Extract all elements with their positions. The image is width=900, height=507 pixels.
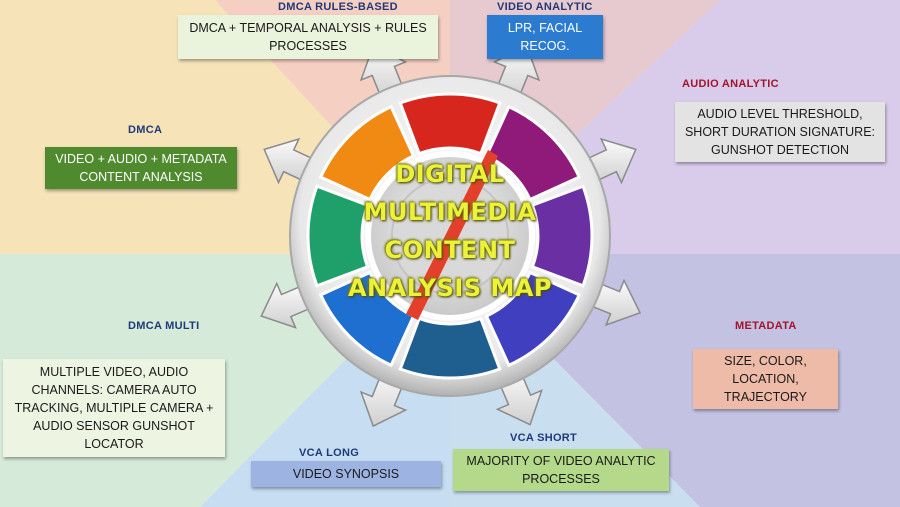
dmca-multi-box: MULTIPLE VIDEO, AUDIO CHANNELS: CAMERA AU… xyxy=(3,359,225,457)
metadata-box: SIZE, COLOR, LOCATION, TRAJECTORY xyxy=(693,349,838,409)
dmca-box: VIDEO + AUDIO + METADATA CONTENT ANALYSIS xyxy=(45,147,237,189)
dmca-line-1: VIDEO + AUDIO + METADATA xyxy=(55,152,227,166)
dmca-rules-line-2: PROCESSES xyxy=(269,39,347,53)
dmca-multi-line-4: AUDIO SENSOR GUNSHOT xyxy=(33,419,195,433)
dmca-multi-title: DMCA MULTI xyxy=(128,320,200,332)
vca-long-box: VIDEO SYNOPSIS xyxy=(251,461,441,487)
dmca-multi-line-3: TRACKING, MULTIPLE CAMERA + xyxy=(14,401,214,415)
video-analytic-line-1: LPR, FACIAL xyxy=(507,21,583,35)
audio-analytic-line-1: AUDIO LEVEL THRESHOLD, xyxy=(697,107,863,121)
center-title-line-4: ANALYSIS MAP xyxy=(347,274,553,302)
audio-analytic-title: AUDIO ANALYTIC xyxy=(682,78,779,90)
video-analytic-title: VIDEO ANALYTIC xyxy=(497,1,593,13)
center-title-line-3: CONTENT xyxy=(384,236,516,264)
metadata-line-3: TRAJECTORY xyxy=(724,390,807,404)
vca-long-title: VCA LONG xyxy=(299,447,360,459)
center-title-line-1: DIGITAL xyxy=(395,160,505,188)
audio-analytic-box: AUDIO LEVEL THRESHOLD, SHORT DURATION SIG… xyxy=(675,102,885,162)
dmca-multi-line-5: LOCATOR xyxy=(84,437,144,451)
metadata-title: METADATA xyxy=(735,320,797,332)
dmca-line-2: CONTENT ANALYSIS xyxy=(79,170,203,184)
audio-analytic-line-2: SHORT DURATION SIGNATURE: xyxy=(684,125,876,139)
vca-short-box: MAJORITY OF VIDEO ANALYTIC PROCESSES xyxy=(453,449,669,491)
vca-short-line-2: PROCESSES xyxy=(522,472,600,486)
metadata-line-2: LOCATION, xyxy=(732,372,799,386)
dmca-multi-line-2: CHANNELS: CAMERA AUTO xyxy=(31,383,197,397)
dmca-rules-title: DMCA RULES-BASED xyxy=(278,1,398,13)
dmca-rules-line-1: DMCA + TEMPORAL ANALYSIS + RULES xyxy=(189,21,427,35)
video-analytic-box: LPR, FACIAL RECOG. xyxy=(487,15,603,59)
dmca-rules-box: DMCA + TEMPORAL ANALYSIS + RULES PROCESSE… xyxy=(178,15,438,59)
metadata-line-1: SIZE, COLOR, xyxy=(724,354,807,368)
dmca-multi-line-1: MULTIPLE VIDEO, AUDIO xyxy=(39,365,189,379)
video-analytic-line-2: RECOG. xyxy=(520,39,570,53)
center-title-line-2: MULTIMEDIA xyxy=(363,198,537,226)
audio-analytic-line-3: GUNSHOT DETECTION xyxy=(711,143,849,157)
vca-long-line-1: VIDEO SYNOPSIS xyxy=(292,467,400,481)
vca-short-line-1: MAJORITY OF VIDEO ANALYTIC xyxy=(466,454,656,468)
dmca-title: DMCA xyxy=(128,124,163,136)
vca-short-title: VCA SHORT xyxy=(510,432,578,444)
